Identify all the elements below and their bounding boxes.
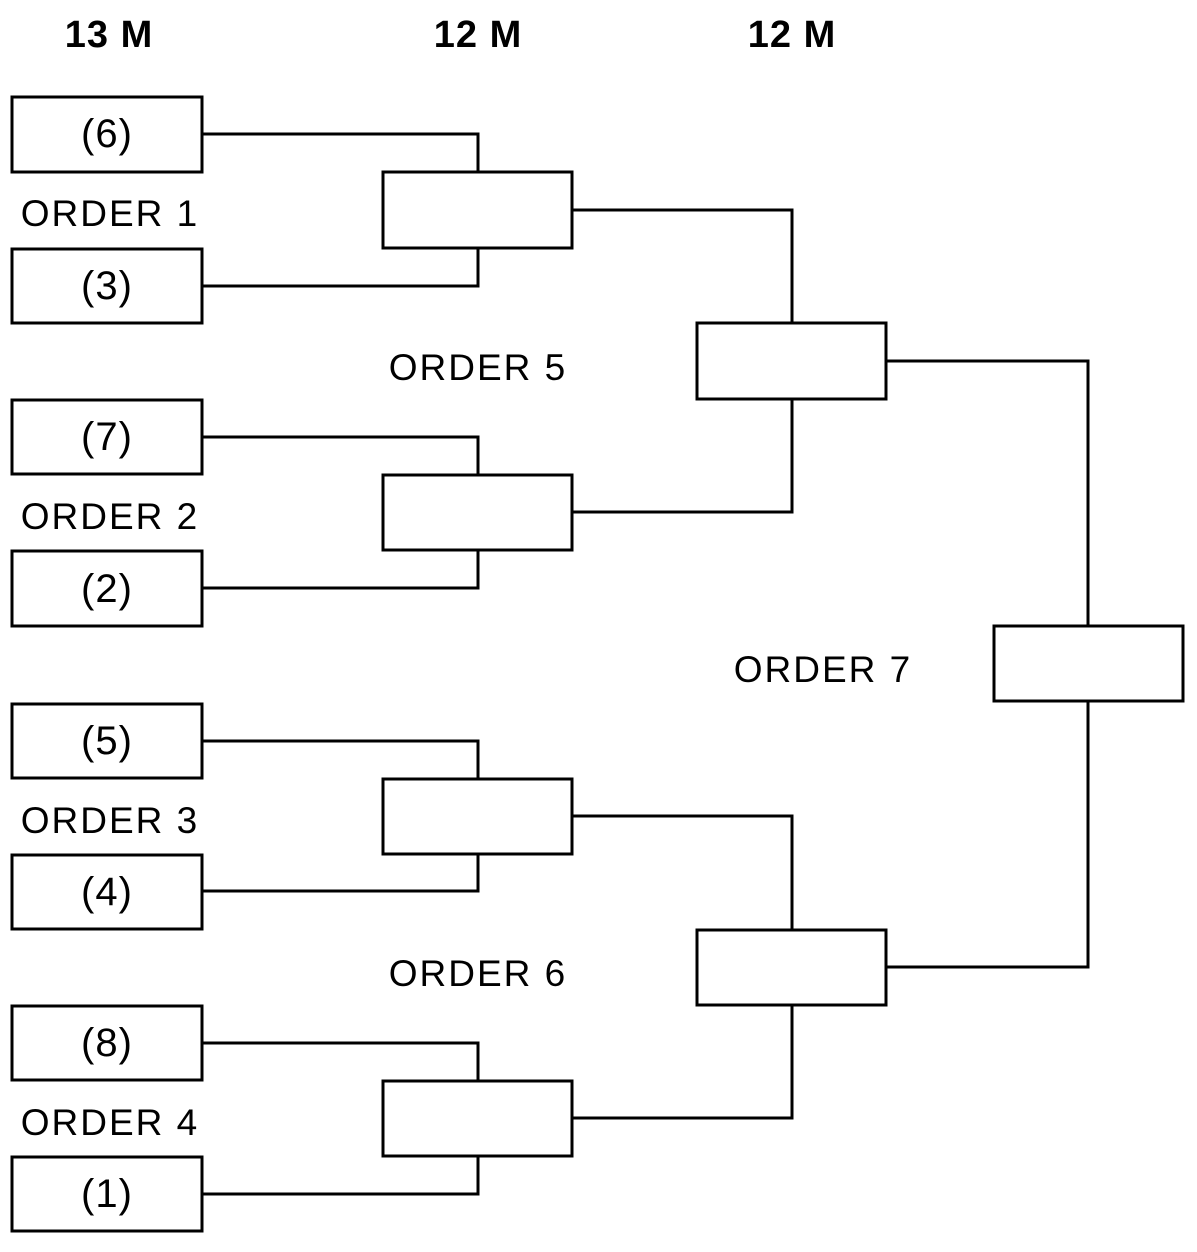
- round-2-header: 12 M: [433, 14, 523, 56]
- connector-winner-order-6: [886, 701, 1090, 969]
- connector-seed-4: [202, 854, 480, 893]
- winner-box-order-5: [695, 321, 888, 401]
- winner-box-order-7: [992, 624, 1185, 703]
- seed-box-8: [10, 1004, 204, 1082]
- order-7-label: ORDER 7: [733, 649, 913, 690]
- connector-winner-order-3: [572, 814, 794, 930]
- order-3-label: ORDER 3: [20, 800, 200, 841]
- connector-winner-order-5: [886, 359, 1090, 626]
- winner-box-order-4: [381, 1079, 574, 1158]
- seed-label: (5): [81, 719, 133, 763]
- seed-box-4: [10, 853, 204, 931]
- seed-label: (4): [81, 870, 133, 914]
- connector-seed-3: [202, 248, 480, 288]
- connector-winner-order-1: [572, 208, 794, 323]
- seed-label: (1): [81, 1172, 133, 1216]
- order-1-label: ORDER 1: [20, 193, 200, 234]
- seed-label: (2): [81, 567, 133, 611]
- winner-box-order-3: [381, 777, 574, 856]
- order-4-label: ORDER 4: [20, 1102, 200, 1143]
- seed-box-3: [10, 247, 204, 325]
- seed-box-2: [10, 549, 204, 628]
- connector-winner-order-2: [572, 399, 794, 514]
- seed-box-5: [10, 702, 204, 780]
- seed-box-1: [10, 1155, 204, 1233]
- connector-seed-2: [202, 550, 480, 590]
- bracket-boxes: [10, 95, 1185, 1233]
- order-6-label: ORDER 6: [388, 953, 568, 994]
- connector-seed-1: [202, 1156, 480, 1196]
- round-3-header: 12 M: [747, 14, 837, 56]
- winner-box-order-6: [695, 928, 888, 1007]
- connector-seed-6: [202, 132, 480, 172]
- connector-seed-8: [202, 1041, 480, 1081]
- connector-seed-5: [202, 739, 480, 779]
- seed-label: (8): [81, 1021, 133, 1065]
- seed-box-7: [10, 398, 204, 476]
- round-1-header: 13 M: [64, 14, 154, 56]
- seed-label: (6): [81, 112, 133, 156]
- order-5-label: ORDER 5: [388, 347, 568, 388]
- bracket-connectors: [202, 132, 1090, 1196]
- winner-box-order-1: [381, 170, 574, 250]
- winner-box-order-2: [381, 473, 574, 552]
- seed-label: (7): [81, 415, 133, 459]
- connector-winner-order-4: [572, 1005, 794, 1120]
- seed-label: (3): [81, 264, 133, 308]
- order-2-label: ORDER 2: [20, 496, 200, 537]
- connector-seed-7: [202, 435, 480, 475]
- seed-box-6: [10, 95, 204, 174]
